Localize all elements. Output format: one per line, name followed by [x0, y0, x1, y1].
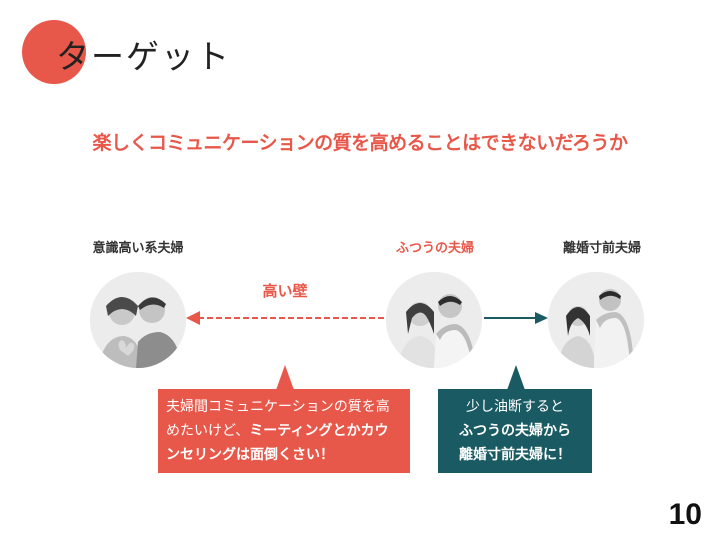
- callout-pointer-left: [276, 365, 294, 390]
- dashed-arrow-to-high-awareness: [186, 311, 384, 325]
- callout-left-line3-bold: ンセリングは面倒くさい！: [166, 447, 334, 463]
- callout-left-line1: 夫婦間コミュニケーションの質を高: [166, 399, 390, 415]
- couple-label-high-awareness: 意識高い系夫婦: [92, 241, 184, 256]
- callout-right-line2-wrap: ふつうの夫婦から: [442, 419, 588, 443]
- couple-photo-high-awareness: [90, 272, 186, 368]
- callout-left-line2: めたいけど、ミーティングとかカウ: [166, 419, 402, 443]
- couple-photo-normal: [386, 272, 482, 368]
- couple-label-normal: ふつうの夫婦: [395, 241, 474, 256]
- page-number: 10: [668, 498, 702, 531]
- callout-left-line2-plain: めたいけど、: [166, 423, 250, 439]
- callout-pointer-right: [507, 365, 525, 390]
- couple-photo-near-divorce: [548, 272, 644, 368]
- callout-right-line3: 離婚寸前夫婦に！: [459, 447, 571, 463]
- callout-right: 少し油断すると ふつうの夫婦から 離婚寸前夫婦に！: [438, 389, 592, 473]
- high-wall-label: 高い壁: [262, 282, 308, 300]
- callout-right-line3-wrap: 離婚寸前夫婦に！: [442, 443, 588, 467]
- slide-title: ターゲット: [56, 37, 231, 76]
- headline: 楽しくコミュニケーションの質を高めることはできないだろうか: [92, 132, 628, 154]
- callout-left: 夫婦間コミュニケーションの質を高 めたいけど、ミーティングとかカウ ンセリングは…: [158, 389, 410, 473]
- callout-right-line2: ふつうの夫婦から: [459, 423, 571, 439]
- solid-arrow-to-near-divorce: [484, 312, 548, 324]
- couple-label-near-divorce: 離婚寸前夫婦: [562, 241, 641, 256]
- title-decoration-circle: [22, 20, 86, 84]
- callout-left-line3: ンセリングは面倒くさい！: [166, 443, 402, 467]
- callout-right-line1: 少し油断すると: [466, 399, 564, 415]
- callout-left-line2-bold: ミーティングとかカウ: [249, 423, 389, 439]
